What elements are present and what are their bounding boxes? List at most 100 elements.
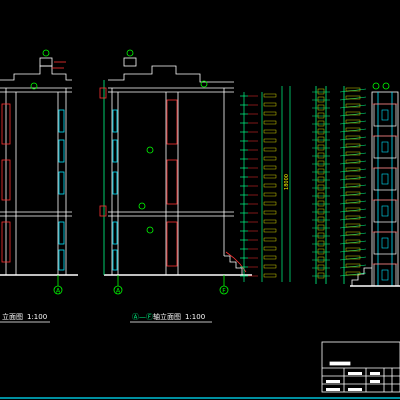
dimension-value-box [317, 128, 325, 135]
leader-line [339, 248, 367, 253]
level-value-box [345, 207, 361, 212]
middle-exterior-stair [224, 255, 243, 275]
middle-axis-bubble-right [219, 285, 229, 295]
dimension-value-box [317, 208, 325, 215]
dimension-value-box [317, 216, 325, 223]
left-roof-marker [30, 82, 38, 90]
middle-stair-hatch-2 [166, 159, 178, 205]
level-value-box [345, 143, 361, 148]
dimension-value-box [317, 168, 325, 175]
level-value-box [345, 199, 361, 204]
section-window [381, 269, 389, 281]
title-block-text-bar [348, 388, 362, 391]
leader-line [339, 152, 367, 157]
dimension-value-box [263, 147, 277, 152]
dimension-value-box [263, 192, 277, 197]
dimension-value-box [317, 152, 325, 159]
dimension-value-box [317, 200, 325, 207]
dimension-value-box [263, 264, 277, 269]
dimension-value-box [317, 120, 325, 127]
middle-body-marker [146, 146, 154, 154]
dimension-value-box [263, 246, 277, 251]
dimension-value-box [263, 237, 277, 242]
middle-axis-bubble-left [113, 285, 123, 295]
middle-stair-hatch [166, 99, 178, 145]
leader-line [339, 120, 367, 125]
dimension-value-box [263, 111, 277, 116]
section-window [381, 109, 389, 121]
dimension-value-box [263, 93, 277, 98]
section-floor-bay [373, 199, 397, 223]
level-value-box [345, 167, 361, 172]
dimension-value-box [263, 129, 277, 134]
left-elevation [0, 49, 78, 295]
dimension-value-box [317, 184, 325, 191]
level-value-box [345, 255, 361, 260]
level-value-box [345, 247, 361, 252]
title-block-text-bar [326, 380, 340, 383]
leader-line [339, 272, 367, 277]
dimension-value-box [317, 248, 325, 255]
title-block-text-bar [348, 372, 362, 375]
leader-line [339, 224, 367, 229]
section-floor-bay [373, 167, 397, 191]
middle-window [112, 249, 118, 271]
dimension-value-box [317, 160, 325, 167]
leader-line [339, 88, 367, 93]
title-block-text-bar [370, 372, 380, 375]
leader-line [339, 136, 367, 141]
section-window [381, 205, 389, 217]
level-value-box [345, 239, 361, 244]
middle-elevation [99, 49, 252, 295]
dimension-value-box [263, 138, 277, 143]
level-value-box [345, 191, 361, 196]
dimension-value-box [317, 256, 325, 263]
dimension-value-box [317, 192, 325, 199]
level-value-box [345, 135, 361, 140]
right-top-marker-2 [382, 82, 390, 90]
leader-line [339, 104, 367, 109]
title-block-text-bar [326, 388, 340, 391]
dimension-value-box [317, 240, 325, 247]
leader-line [339, 264, 367, 269]
dimension-value-box [263, 165, 277, 170]
middle-level-tag [99, 87, 107, 99]
leader-line [339, 256, 367, 261]
middle-window [112, 221, 118, 245]
level-value-box [345, 103, 361, 108]
middle-roof-box [123, 57, 137, 67]
dimension-value-box [317, 96, 325, 103]
dimension-value-box [317, 224, 325, 231]
middle-body-marker [138, 202, 146, 210]
dimension-value-box [263, 156, 277, 161]
left-window [58, 109, 65, 133]
section-floor-bay [373, 231, 397, 255]
dimension-value-box [263, 273, 277, 278]
dimension-value-box [317, 264, 325, 271]
left-balcony-hatch-2 [1, 159, 11, 201]
dimension-ticks-b [312, 87, 367, 279]
left-top-marker [42, 49, 50, 57]
left-window [58, 171, 65, 195]
section-floor-bay [373, 103, 397, 127]
level-value-box [345, 231, 361, 236]
dimension-value-box [263, 102, 277, 107]
dimension-value-box [263, 183, 277, 188]
section-window [381, 173, 389, 185]
middle-drawing-axis-range: Ⓐ—Ⓕ [132, 313, 153, 321]
dimension-value-box [263, 219, 277, 224]
title-block [321, 341, 400, 393]
dimension-value-box [263, 201, 277, 206]
section-window [381, 141, 389, 153]
level-value-box [345, 183, 361, 188]
right-section-floors [372, 103, 398, 287]
dimension-value-box [317, 136, 325, 143]
middle-top-marker [126, 49, 134, 57]
leader-line [339, 216, 367, 221]
level-value-box [345, 151, 361, 156]
level-value-box [345, 127, 361, 132]
left-roof-box [39, 57, 53, 67]
leader-line [339, 200, 367, 205]
